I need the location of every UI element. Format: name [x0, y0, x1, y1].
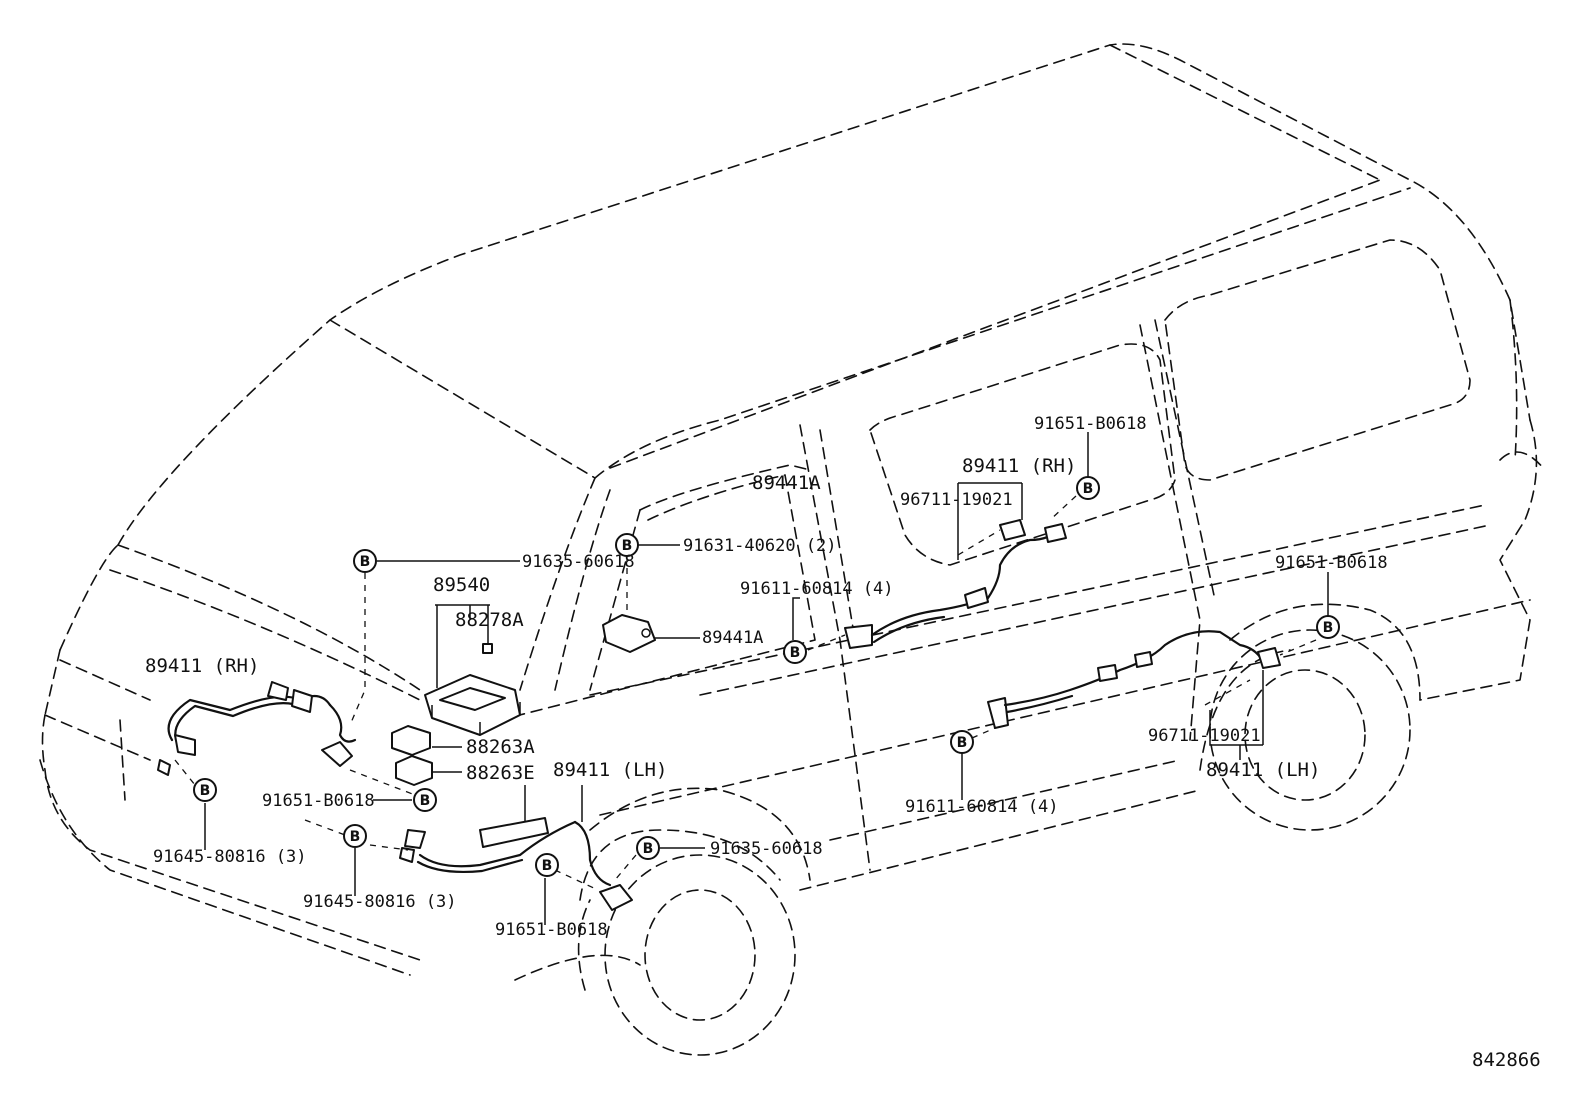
marker-b-4: B: [343, 824, 367, 848]
label-96711-19021-bottom: 96711-19021: [1148, 726, 1261, 746]
svg-text:B: B: [1083, 481, 1094, 497]
svg-text:B: B: [957, 735, 968, 751]
label-91635-60618-top: 91635-60618: [522, 552, 635, 572]
label-89441A-top: 89441A: [752, 472, 821, 494]
label-89441A: 89441A: [702, 628, 763, 648]
label-91631-40620: 91631-40620 (2): [683, 536, 837, 556]
marker-b-3: B: [193, 778, 217, 802]
label-89411-rh-front: 89411 (RH): [145, 655, 259, 677]
marker-b-5: B: [535, 853, 559, 877]
marker-b-7: B: [615, 533, 639, 557]
marker-b-6: B: [636, 836, 660, 860]
balloon-markers: B B B B B B B B B B B: [193, 476, 1340, 877]
svg-text:B: B: [542, 858, 553, 874]
label-88263E: 88263E: [466, 762, 535, 784]
label-91645-80816-a: 91645-80816 (3): [153, 847, 307, 867]
harness-front-rh: [157, 681, 357, 776]
label-91611-60814-bottom: 91611-60814 (4): [905, 797, 1059, 817]
marker-b-2: B: [413, 788, 437, 812]
label-89411-rh-rear: 89411 (RH): [962, 455, 1076, 477]
harness-rear-rh: [844, 519, 1067, 649]
diagram-number: 842866: [1472, 1049, 1541, 1071]
svg-text:B: B: [420, 793, 431, 809]
label-91651-b0618-front: 91651-B0618: [262, 791, 375, 811]
relay-88263E: [395, 755, 433, 786]
marker-b-8: B: [783, 640, 807, 664]
marker-b-9: B: [1076, 476, 1100, 500]
label-91635-60618-bottom: 91635-60618: [710, 839, 823, 859]
svg-text:B: B: [200, 783, 211, 799]
yaw-sensor-89441A: [602, 614, 656, 653]
part-labels: 91635-60618 89540 88278A 89411 (RH) 8826…: [145, 414, 1541, 1071]
marker-b-11: B: [950, 730, 974, 754]
label-88278A: 88278A: [455, 609, 524, 631]
relay-88263A: [391, 725, 431, 756]
label-88263A: 88263A: [466, 736, 535, 758]
label-91645-80816-b: 91645-80816 (3): [303, 892, 457, 912]
svg-text:B: B: [350, 829, 361, 845]
svg-text:B: B: [360, 554, 371, 570]
label-91651-b0618-bottom: 91651-B0618: [495, 920, 608, 940]
label-89411-lh-front: 89411 (LH): [553, 759, 667, 781]
harness-front-lh: [399, 817, 633, 911]
svg-text:B: B: [643, 841, 654, 857]
label-91611-60814-top: 91611-60814 (4): [740, 579, 894, 599]
label-91651-b0618-rear-right: 91651-B0618: [1275, 553, 1388, 573]
leader-lines: [174, 432, 1329, 925]
label-96711-19021-top: 96711-19021: [900, 490, 1013, 510]
label-89411-lh-rear: 89411 (LH): [1206, 759, 1320, 781]
svg-text:B: B: [790, 645, 801, 661]
label-89540: 89540: [433, 574, 490, 596]
abs-computer-89540: [424, 643, 521, 736]
svg-text:B: B: [622, 538, 633, 554]
label-91651-b0618-rear-top: 91651-B0618: [1034, 414, 1147, 434]
marker-b-1: B: [353, 549, 377, 573]
harness-rear-lh: [987, 630, 1281, 729]
marker-b-10: B: [1316, 615, 1340, 639]
svg-text:B: B: [1323, 620, 1334, 636]
